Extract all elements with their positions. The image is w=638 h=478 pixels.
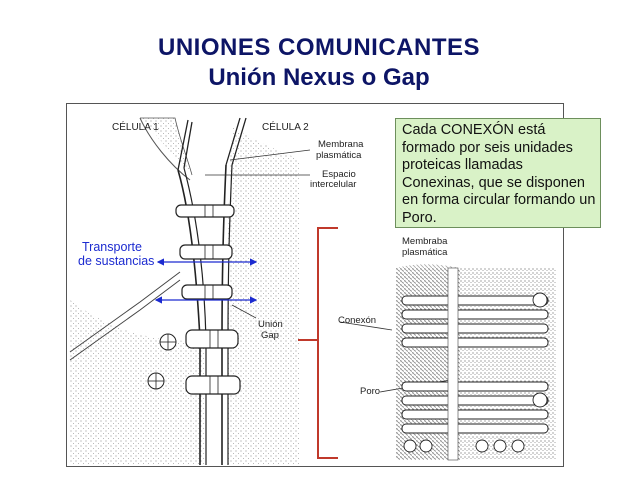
label-transporte-2: de sustancias [78,254,155,268]
cell2-cytoplasm [228,125,300,465]
connexon-callout: Cada CONEXÓN está formado por seis unida… [395,118,601,228]
membrane-cell1 [177,169,201,465]
membrane-cell1-inner [183,167,207,465]
label-conexon: Conexón [338,315,377,326]
label-espacio-1: Espacio [322,169,356,180]
label-cell2: CÉLULA 2 [262,122,309,133]
label-cell1: CÉLULA 1 [112,122,159,133]
zoom-bracket [298,227,338,459]
cell1-cytoplasm [70,300,205,465]
label-transporte-1: Transporte [82,240,142,254]
label-membraba-2: plasmática [402,247,448,258]
label-membrana-2: plasmática [316,150,362,161]
magnified-junction [396,264,556,461]
junction-pairs [175,204,241,395]
callout-line: formado por seis unidades [402,139,573,156]
callout-line: en forma circular formando un [402,192,596,208]
slide-title: UNIONES COMUNICANTES [157,34,480,61]
label-membraba-1: Membraba [402,236,448,247]
label-membrana-1: Membrana [318,139,364,150]
callout-line: Cada CONEXÓN está [402,122,546,138]
label-poro: Poro [360,386,381,397]
label-union-2: Gap [261,330,279,341]
label-union-1: Unión [258,319,283,330]
slide-subtitle: Unión Nexus o Gap [208,64,430,91]
label-espacio-2: intercelular [310,179,357,190]
callout-line: proteicas llamadas [402,157,523,173]
callout-line: Poro. [402,209,437,226]
transport-arrows [154,258,258,304]
callout-line: Conexinas, que se disponen [402,174,585,191]
